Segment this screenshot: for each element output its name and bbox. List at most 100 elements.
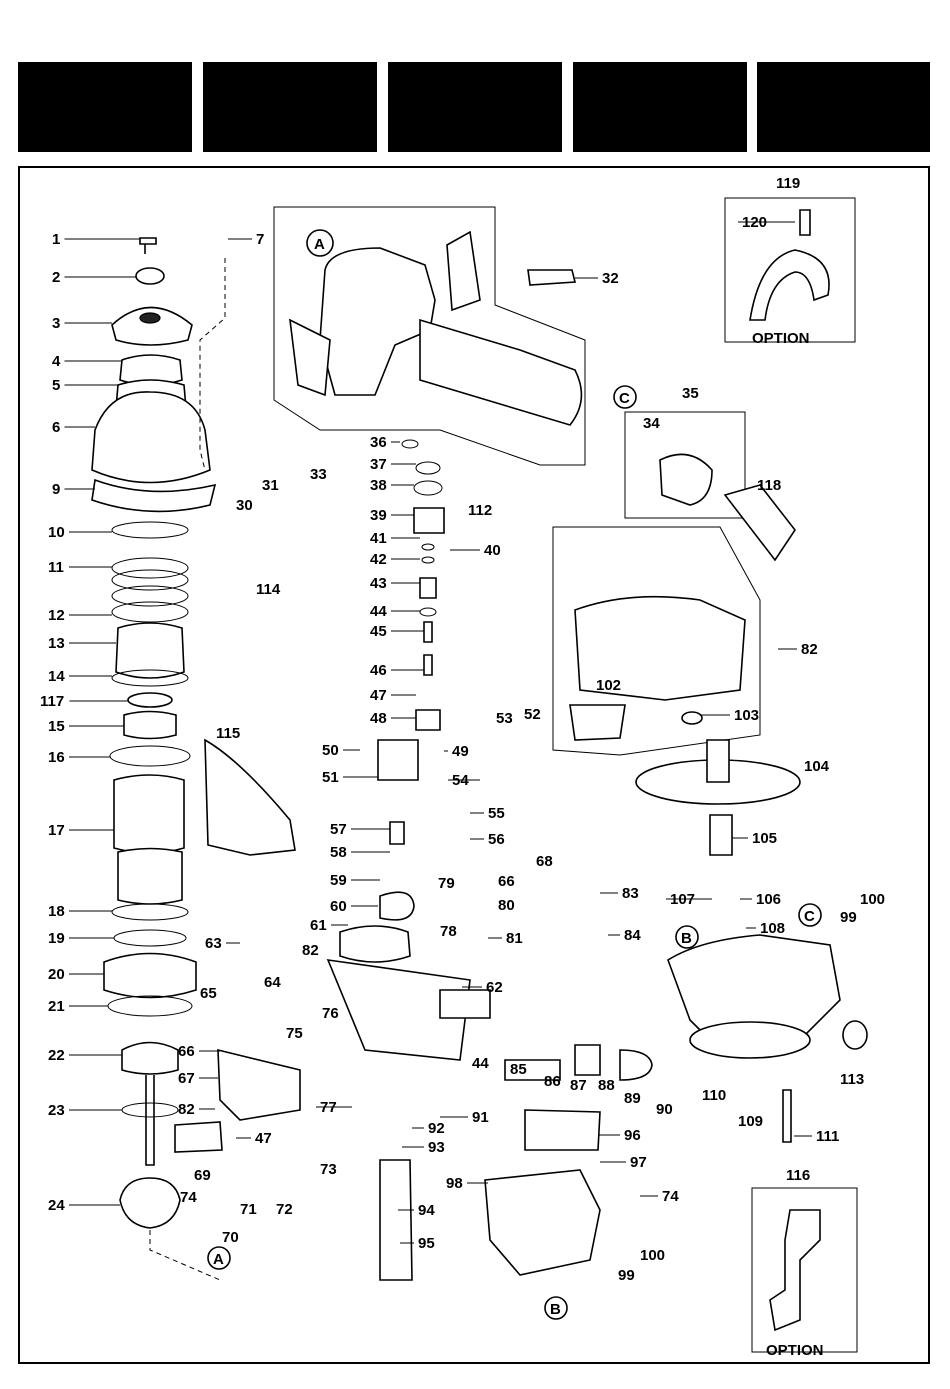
part-label-106: 106 bbox=[756, 891, 781, 908]
part-label-19: 19 bbox=[48, 930, 65, 947]
part-label-33: 33 bbox=[310, 466, 327, 483]
part-label-5: 5 bbox=[52, 377, 60, 394]
part-label-81: 81 bbox=[506, 930, 523, 947]
part-label-98: 98 bbox=[446, 1175, 463, 1192]
part-label-114: 114 bbox=[256, 581, 281, 598]
part-label-82: 82 bbox=[801, 641, 818, 658]
part-label-119: 119 bbox=[776, 175, 800, 192]
part-label-102: 102 bbox=[596, 677, 621, 694]
part-label-72: 72 bbox=[276, 1201, 293, 1218]
part-label-71: 71 bbox=[240, 1201, 257, 1218]
part-label-22: 22 bbox=[48, 1047, 65, 1064]
part-label-38: 38 bbox=[370, 477, 387, 494]
part-label-79: 79 bbox=[438, 875, 455, 892]
part-label-63: 63 bbox=[205, 935, 222, 952]
part-label-44: 44 bbox=[370, 603, 387, 620]
part-label-41: 41 bbox=[370, 530, 387, 547]
part-label-87: 87 bbox=[570, 1077, 587, 1094]
part-label-92: 92 bbox=[428, 1120, 445, 1137]
part-label-48: 48 bbox=[370, 710, 387, 727]
part-label-85: 85 bbox=[510, 1061, 527, 1078]
part-label-100: 100 bbox=[860, 891, 885, 908]
part-label-47b: 47 bbox=[255, 1130, 272, 1147]
part-label-94: 94 bbox=[418, 1202, 435, 1219]
part-label-103: 103 bbox=[734, 707, 759, 724]
part-label-1: 1 bbox=[52, 231, 60, 248]
part-label-2: 2 bbox=[52, 269, 60, 286]
callout-a-label-bottom: A bbox=[213, 1251, 224, 1268]
part-label-14: 14 bbox=[48, 668, 65, 685]
part-label-64: 64 bbox=[264, 974, 281, 991]
part-label-3: 3 bbox=[52, 315, 60, 332]
part-label-111: 111 bbox=[816, 1128, 839, 1145]
part-label-52: 52 bbox=[524, 706, 541, 723]
callout-b-label-right: B bbox=[681, 930, 692, 947]
callout-b-label-bottom: B bbox=[550, 1301, 561, 1318]
part-label-100b: 100 bbox=[640, 1247, 665, 1264]
part-label-50: 50 bbox=[322, 742, 339, 759]
header-block-1 bbox=[18, 62, 192, 152]
part-label-88: 88 bbox=[598, 1077, 615, 1094]
part-label-7: 7 bbox=[256, 231, 264, 248]
part-label-24: 24 bbox=[48, 1197, 65, 1214]
part-label-110: 110 bbox=[702, 1087, 726, 1104]
part-label-59: 59 bbox=[330, 872, 347, 889]
part-label-117: 117 bbox=[40, 693, 64, 710]
part-label-66: 66 bbox=[498, 873, 515, 890]
part-label-62: 62 bbox=[486, 979, 503, 996]
part-label-99: 99 bbox=[840, 909, 857, 926]
part-label-115: 115 bbox=[216, 725, 240, 742]
part-label-13: 13 bbox=[48, 635, 65, 652]
part-label-36: 36 bbox=[370, 434, 387, 451]
part-label-53: 53 bbox=[496, 710, 513, 727]
part-label-75: 75 bbox=[286, 1025, 303, 1042]
part-label-82c: 82 bbox=[302, 942, 319, 959]
part-label-68: 68 bbox=[536, 853, 553, 870]
part-label-20: 20 bbox=[48, 966, 65, 983]
part-label-9: 9 bbox=[52, 481, 60, 498]
callout-c-label-top: C bbox=[619, 390, 630, 407]
part-label-80: 80 bbox=[498, 897, 515, 914]
part-label-78: 78 bbox=[440, 923, 457, 940]
right-components-drawing bbox=[552, 385, 868, 1143]
part-label-65: 65 bbox=[200, 985, 217, 1002]
part-label-34: 34 bbox=[643, 415, 660, 432]
part-label-55: 55 bbox=[488, 805, 505, 822]
part-label-84: 84 bbox=[624, 927, 641, 944]
part-number-labels: 1234567910111213141516171819202122232430… bbox=[40, 175, 885, 1284]
part-label-32: 32 bbox=[602, 270, 619, 287]
part-label-56: 56 bbox=[488, 831, 505, 848]
diagram-frame bbox=[18, 166, 930, 1364]
part-label-43: 43 bbox=[370, 575, 387, 592]
header-block-5 bbox=[757, 62, 930, 152]
part-label-47: 47 bbox=[370, 687, 387, 704]
part-label-86: 86 bbox=[544, 1073, 561, 1090]
part-label-21: 21 bbox=[48, 998, 65, 1015]
part-label-12: 12 bbox=[48, 607, 65, 624]
part-label-57: 57 bbox=[330, 821, 347, 838]
part-label-39: 39 bbox=[370, 507, 387, 524]
body-housing-drawing bbox=[273, 206, 586, 466]
part-label-16: 16 bbox=[48, 749, 65, 766]
option-label-top: OPTION bbox=[752, 330, 810, 347]
part-label-46: 46 bbox=[370, 662, 387, 679]
part-label-44b: 44 bbox=[472, 1055, 489, 1072]
part-label-17: 17 bbox=[48, 822, 65, 839]
header-block-2 bbox=[203, 62, 377, 152]
part-label-112: 112 bbox=[468, 502, 492, 519]
part-label-37: 37 bbox=[370, 456, 387, 473]
part-label-70: 70 bbox=[222, 1229, 239, 1246]
part-label-93: 93 bbox=[428, 1139, 445, 1156]
part-label-76: 76 bbox=[322, 1005, 339, 1022]
part-label-89: 89 bbox=[624, 1090, 641, 1107]
part-label-58: 58 bbox=[330, 844, 347, 861]
part-label-31: 31 bbox=[262, 477, 279, 494]
part-label-30: 30 bbox=[236, 497, 253, 514]
part-label-104: 104 bbox=[804, 758, 830, 775]
callout-c-label-right: C bbox=[804, 908, 815, 925]
part-label-40: 40 bbox=[484, 542, 501, 559]
callout-a-label-top: A bbox=[314, 236, 325, 253]
part-label-91: 91 bbox=[472, 1109, 489, 1126]
part-label-113: 113 bbox=[840, 1071, 864, 1088]
part-label-73: 73 bbox=[320, 1161, 337, 1178]
